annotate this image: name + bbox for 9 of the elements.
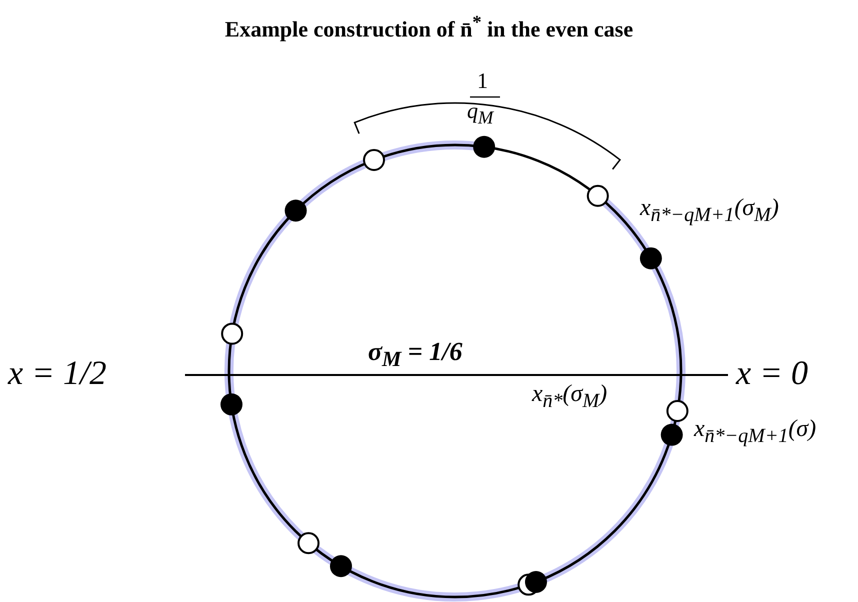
axis-end-label: x = 1/2 xyxy=(8,357,106,391)
fraction-denominator: q$_{M}$ xyxy=(467,100,494,127)
axis-end-label: x = 0 xyxy=(736,357,808,391)
fraction-numerator: 1 xyxy=(477,70,488,92)
parameter-label: σ$_{M}$ = 1/6 xyxy=(368,339,462,371)
point-label: x$_{n̄*−qM+1}$(σ) xyxy=(694,417,816,446)
point-label: x$_{n̄*−qM+1}$(σ$_{M}$) xyxy=(640,196,779,225)
diagram-title: Example construction of n̄$^{*}$ in the even case xyxy=(224,12,634,42)
point-label: x$_{n̄*}$(σ$_{M}$) xyxy=(532,382,608,411)
